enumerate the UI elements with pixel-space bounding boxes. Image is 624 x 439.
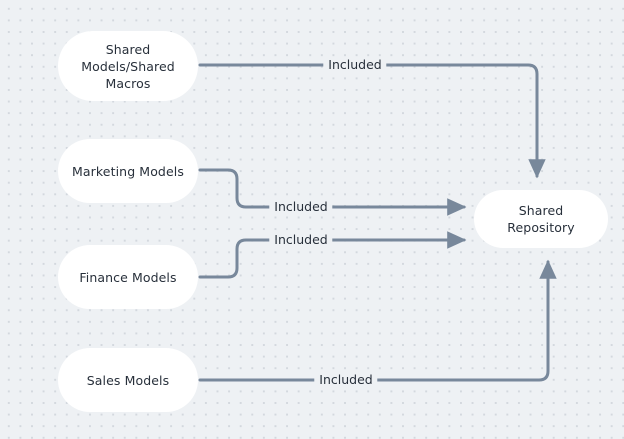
node-shared-models-line1: Shared — [105, 41, 151, 57]
edge-path-marketing-models — [198, 168, 467, 216]
node-finance-models[interactable]: Finance Models — [58, 245, 198, 309]
node-shared-repository[interactable]: Shared Repository — [474, 190, 608, 248]
node-marketing-models-label: Marketing Models — [72, 163, 184, 179]
edge-path-shared-models — [198, 63, 546, 179]
node-shared-models-line2: Models/Shared — [81, 58, 175, 74]
node-shared-models[interactable]: Shared Models/Shared Macros — [58, 31, 198, 101]
edge-label-shared-models: Included — [323, 58, 387, 72]
edge-path-sales-models — [198, 259, 557, 382]
edge-label-marketing-models: Included — [269, 200, 333, 214]
node-sales-models-label: Sales Models — [86, 372, 170, 388]
node-shared-repository-label: Shared Repository — [507, 203, 575, 235]
node-marketing-models[interactable]: Marketing Models — [58, 139, 198, 203]
edge-label-finance-models: Included — [269, 233, 333, 247]
edge-label-sales-models: Included — [314, 373, 378, 387]
node-finance-models-label: Finance Models — [79, 269, 177, 285]
node-shared-models-label: Shared Models/Shared Macros — [81, 41, 175, 92]
edge-path-finance-models — [198, 231, 467, 279]
node-sales-models[interactable]: Sales Models — [58, 348, 198, 412]
node-shared-models-line3: Macros — [105, 75, 151, 91]
